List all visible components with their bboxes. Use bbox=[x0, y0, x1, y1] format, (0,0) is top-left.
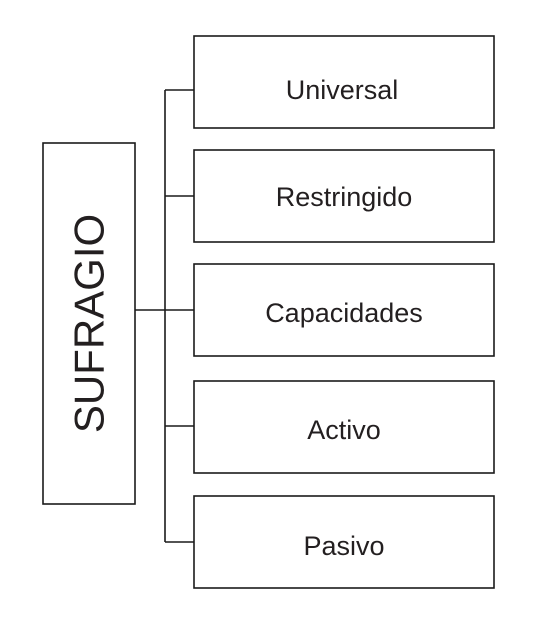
leaf-node-universal: Universal bbox=[193, 35, 495, 129]
leaf-box bbox=[193, 149, 495, 243]
leaf-box bbox=[193, 263, 495, 357]
leaf-box bbox=[193, 495, 495, 589]
connectors bbox=[135, 89, 194, 543]
root-node: SUFRAGIO bbox=[42, 142, 136, 505]
root-box bbox=[42, 142, 136, 505]
leaf-node-restringido: Restringido bbox=[193, 149, 495, 243]
leaf-box bbox=[193, 35, 495, 129]
leaf-node-pasivo: Pasivo bbox=[193, 495, 495, 589]
leaf-label-capacidades: Capacidades bbox=[265, 298, 423, 328]
leaf-node-capacidades: Capacidades bbox=[193, 263, 495, 357]
leaf-label-restringido: Restringido bbox=[276, 182, 413, 212]
leaf-label-activo: Activo bbox=[307, 415, 381, 445]
leaf-label-pasivo: Pasivo bbox=[303, 531, 384, 561]
leaf-node-activo: Activo bbox=[193, 380, 495, 474]
leaf-box bbox=[193, 380, 495, 474]
root-label: SUFRAGIO bbox=[66, 214, 113, 433]
leaf-label-universal: Universal bbox=[286, 75, 399, 105]
